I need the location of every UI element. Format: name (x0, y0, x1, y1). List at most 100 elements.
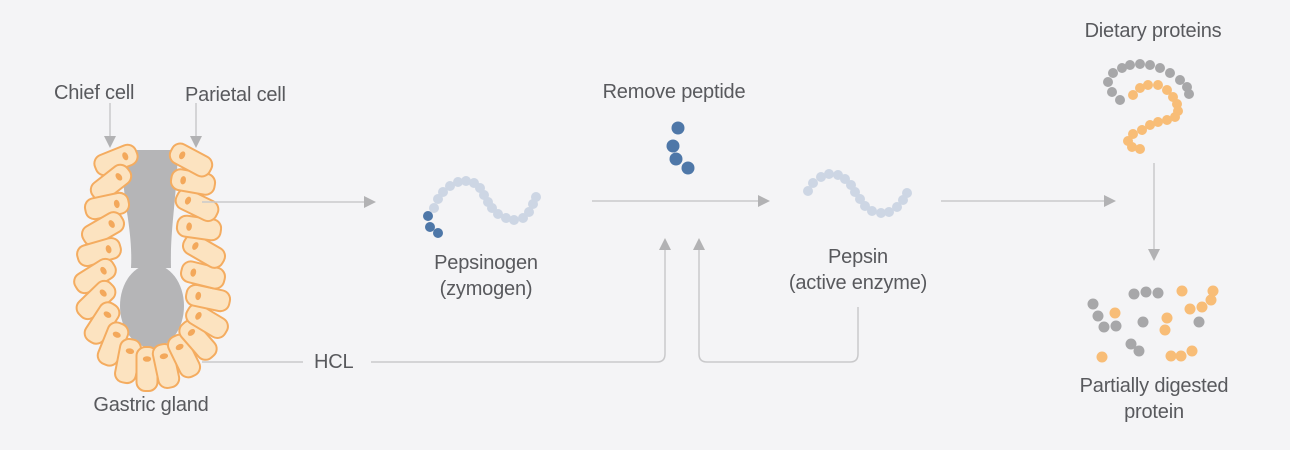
cell-nucleus (195, 291, 202, 301)
protein-dot (1108, 68, 1118, 78)
protein-dot (876, 208, 886, 218)
cell-nucleus (187, 328, 196, 336)
cell-nucleus (179, 151, 186, 160)
partially-digested-label: Partially digested protein (1064, 373, 1244, 425)
protein-dot (1135, 144, 1145, 154)
protein-dot (808, 178, 818, 188)
gland-lumen-neck (121, 150, 178, 268)
protein-dot (850, 187, 860, 197)
cell-nucleus (100, 266, 107, 275)
gland-cell-body (174, 187, 220, 223)
gland-cell-body (181, 233, 227, 269)
hcl-feedback-arrow (371, 238, 671, 363)
protein-dot (1170, 112, 1180, 122)
protein-dot (1186, 345, 1198, 357)
protein-dot (1162, 85, 1172, 95)
protein-dot (884, 207, 894, 217)
cell-nucleus (99, 289, 107, 297)
protein-dot (1128, 288, 1140, 300)
protein-dot (425, 222, 435, 232)
cell-nucleus (108, 220, 115, 228)
protein-dot (1175, 75, 1185, 85)
cell-nucleus (175, 343, 184, 351)
protein-dot (1155, 63, 1165, 73)
protein-dot (867, 206, 877, 216)
protein-dot (423, 211, 433, 221)
gland-cell (181, 233, 227, 269)
protein-dot (433, 194, 443, 204)
gland-cell (168, 142, 214, 178)
gland-cell (174, 187, 220, 223)
protein-dot (1162, 115, 1172, 125)
protein-dot (1140, 286, 1152, 298)
dietary-proteins-label: Dietary proteins (1084, 20, 1222, 42)
cell-nucleus (125, 348, 135, 355)
protein-dot (681, 161, 695, 175)
protein-dot (1153, 80, 1163, 90)
partially-digested-label-1: Partially digested (1079, 375, 1229, 397)
protein-dot (1196, 301, 1208, 313)
protein-dot (803, 186, 813, 196)
protein-dot (892, 202, 902, 212)
gland-cell (89, 163, 133, 203)
gland-cell-body (89, 163, 133, 203)
pepsinogen-molecule (423, 176, 541, 238)
gland-lumen-bulb (120, 264, 184, 348)
protein-dot (1098, 321, 1110, 333)
gastric-gland-figure (73, 142, 232, 392)
digested-protein-fragments (1087, 285, 1219, 363)
protein-dot (1107, 87, 1117, 97)
parietal-cell-label: Parietal cell (185, 84, 286, 106)
protein-dot (501, 213, 511, 223)
protein-dot (1087, 298, 1099, 310)
protein-dot (524, 207, 534, 217)
gland-cell (184, 283, 232, 313)
protein-dot (1137, 316, 1149, 328)
cell-nucleus (105, 245, 112, 254)
protein-dot (1165, 350, 1177, 362)
protein-dot (1193, 316, 1205, 328)
protein-dot (1205, 294, 1217, 306)
partially-digested-label-2: protein (1124, 401, 1184, 423)
protein-dot (1135, 59, 1145, 69)
gastric-gland-label: Gastric gland (93, 394, 209, 416)
protein-dot (1145, 60, 1155, 70)
pepsin-molecule (803, 169, 912, 218)
protein-dot (438, 187, 448, 197)
protein-dot (493, 209, 503, 219)
cell-nucleus (113, 199, 120, 209)
pepsin-label-name: Pepsin (828, 246, 888, 268)
cell-nucleus (103, 311, 112, 318)
protein-dot (453, 177, 463, 187)
protein-dot (1125, 60, 1135, 70)
protein-dot (1143, 80, 1153, 90)
gland-cell-body (185, 303, 229, 339)
gland-cell (185, 303, 229, 339)
protein-dot (1175, 350, 1187, 362)
pepsin-label: Pepsin (active enzyme) (778, 244, 938, 296)
protein-dot (816, 172, 826, 182)
removed-peptide-molecule (666, 121, 695, 175)
cell-nucleus (180, 176, 187, 185)
cell-nucleus (112, 331, 121, 338)
protein-dot (902, 188, 912, 198)
protein-dot (509, 215, 519, 225)
protein-dot (671, 121, 685, 135)
protein-dot (1117, 63, 1127, 73)
cell-nucleus (195, 311, 202, 320)
protein-dot (1115, 95, 1125, 105)
gland-cell-body (168, 142, 214, 178)
protein-dot (1133, 345, 1145, 357)
protein-dot (531, 192, 541, 202)
protein-dot (1153, 117, 1163, 127)
protein-dot (1176, 285, 1188, 297)
protein-dot (461, 176, 471, 186)
cell-nucleus (115, 173, 123, 181)
cell-nucleus (192, 242, 199, 250)
cell-nucleus (186, 222, 192, 231)
cell-nucleus (190, 268, 197, 277)
protein-dot (429, 203, 439, 213)
protein-dot (1092, 310, 1104, 322)
cell-nucleus (122, 152, 129, 161)
